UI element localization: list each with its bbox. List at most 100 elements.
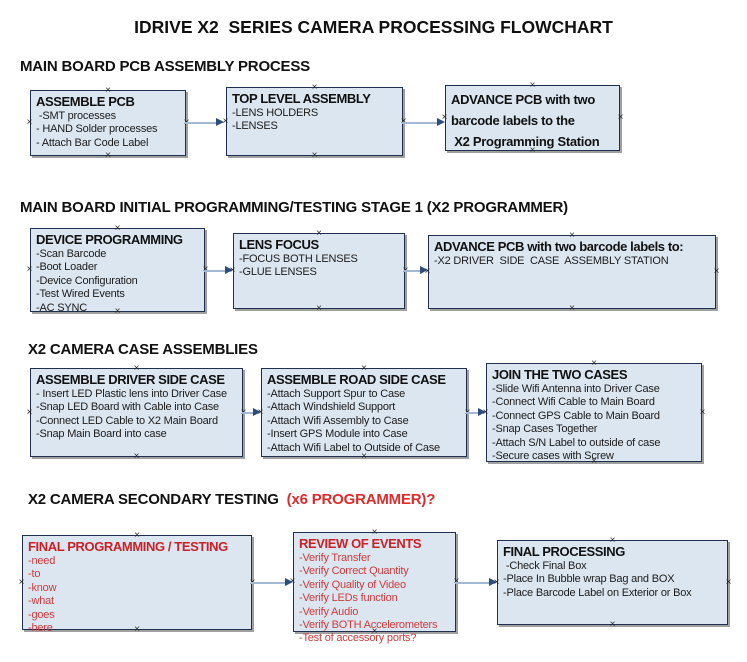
box-title: ADVANCE PCB with two barcode labels to: bbox=[434, 239, 684, 254]
box-title: JOIN THE TWO CASES bbox=[492, 367, 628, 382]
flow-box-advance-pcb-case-assembly[interactable]: ×××× ADVANCE PCB with two barcode labels… bbox=[425, 230, 720, 314]
step-item: -Connect Wifi Cable to Main Board bbox=[492, 396, 655, 409]
step-item: -Verify LEDs function bbox=[299, 592, 398, 605]
connection-handle-icon: × bbox=[569, 303, 575, 314]
flow-box-review-of-events[interactable]: ×××× REVIEW OF EVENTS -Verify Transfer -… bbox=[290, 527, 460, 645]
box-title: LENS FOCUS bbox=[239, 237, 319, 252]
box-title: ASSEMBLE DRIVER SIDE CASE bbox=[36, 372, 225, 387]
flow-box-join-the-two-cases[interactable]: ×××× JOIN THE TWO CASES -Slide Wifi Ante… bbox=[483, 359, 706, 467]
step-item: -goes bbox=[28, 608, 55, 621]
step-item: -Verify Quality of Video bbox=[299, 578, 406, 591]
step-item: -Snap Main Board into case bbox=[36, 428, 167, 441]
connector-arrow[interactable] bbox=[204, 266, 233, 275]
arrow-head-icon bbox=[489, 578, 497, 586]
step-item: - Insert LED Plastic lens into Driver Ca… bbox=[36, 388, 227, 400]
step-item: -Verify Audio bbox=[299, 605, 359, 618]
step-item: -Verify Transfer bbox=[299, 552, 371, 564]
connector-arrow[interactable] bbox=[404, 266, 428, 275]
connection-handle-icon: × bbox=[361, 363, 367, 374]
step-item: -Boot Loader bbox=[36, 261, 98, 274]
connection-handle-icon: × bbox=[26, 264, 33, 275]
connection-handle-icon: × bbox=[26, 406, 33, 418]
step-item: - Attach Bar Code Label bbox=[36, 136, 149, 149]
step-item: -Snap LED Board with Cable into Case bbox=[36, 401, 219, 414]
connection-handle-icon: × bbox=[133, 363, 140, 374]
flow-box-advance-pcb-programming-station[interactable]: ×××× ADVANCE PCB with two barcode labels… bbox=[442, 81, 624, 156]
arrow-line bbox=[204, 270, 227, 272]
flow-box-final-programming-testing[interactable]: ×××× FINAL PROGRAMMING / TESTING -need -… bbox=[19, 530, 256, 635]
box-title: ASSEMBLE ROAD SIDE CASE bbox=[267, 372, 446, 387]
step-item: -Secure cases with Screw bbox=[492, 450, 614, 463]
step-item: -need bbox=[28, 555, 56, 567]
connection-handle-icon: × bbox=[725, 576, 732, 588]
box-title-line: ADVANCE PCB with two bbox=[451, 92, 595, 107]
flow-box-device-programming[interactable]: ×××× DEVICE PROGRAMMING -Scan Barcode -B… bbox=[27, 223, 209, 317]
step-item: -what bbox=[28, 595, 54, 608]
connection-handle-icon: × bbox=[569, 230, 575, 241]
arrow-head-icon bbox=[437, 118, 445, 126]
box-title-line: X2 Programming Station bbox=[451, 134, 600, 149]
arrow-head-icon bbox=[420, 266, 428, 274]
step-item: -Place In Bubble wrap Bag and BOX bbox=[503, 573, 675, 586]
box-title-line: barcode labels to the bbox=[451, 113, 575, 128]
section-header-pcb-assembly: MAIN BOARD PCB ASSEMBLY PROCESS bbox=[20, 58, 310, 75]
connection-handle-icon: × bbox=[617, 112, 624, 123]
arrow-head-icon bbox=[225, 266, 233, 274]
step-item: -FOCUS BOTH LENSES bbox=[239, 253, 358, 265]
flow-box-assemble-pcb[interactable]: ×××× ASSEMBLE PCB -SMT processes - HAND … bbox=[27, 86, 190, 161]
connection-handle-icon: × bbox=[18, 576, 25, 588]
connection-handle-icon: × bbox=[105, 150, 111, 161]
box-title: FINAL PROGRAMMING / TESTING bbox=[28, 539, 228, 554]
step-item: -here bbox=[28, 622, 53, 635]
step-item: -Attach Support Spur to Case bbox=[267, 388, 406, 400]
box-title: TOP LEVEL ASSEMBLY bbox=[232, 91, 371, 106]
flow-box-assemble-driver-side-case[interactable]: ×××× ASSEMBLE DRIVER SIDE CASE - Insert … bbox=[27, 363, 247, 462]
arrow-head-icon bbox=[285, 578, 293, 586]
step-item: -Device Configuration bbox=[36, 274, 138, 287]
step-item: -Test of accessory ports? bbox=[299, 632, 417, 645]
box-title: FINAL PROCESSING bbox=[503, 544, 625, 559]
connector-arrow[interactable] bbox=[242, 408, 261, 417]
connection-handle-icon: × bbox=[713, 266, 720, 277]
connection-handle-icon: × bbox=[114, 223, 121, 234]
connector-arrow[interactable] bbox=[402, 118, 445, 127]
arrow-head-icon bbox=[216, 118, 224, 126]
flow-box-top-level-assembly[interactable]: ×××× TOP LEVEL ASSEMBLY -LENS HOLDERS -L… bbox=[223, 82, 407, 161]
connection-handle-icon: × bbox=[316, 303, 322, 314]
connection-handle-icon: × bbox=[311, 82, 318, 93]
step-item: -AC SYNC bbox=[36, 301, 87, 314]
connector-arrow[interactable] bbox=[455, 578, 497, 587]
step-item: -Place Barcode Label on Exterior or Box bbox=[503, 586, 692, 599]
step-item: -Insert GPS Module into Case bbox=[267, 428, 408, 441]
connector-arrow[interactable] bbox=[466, 408, 486, 417]
flow-box-final-processing[interactable]: ×××× FINAL PROCESSING -Check Final Box -… bbox=[494, 535, 732, 630]
section-header-secondary-testing: X2 CAMERA SECONDARY TESTING (x6 PROGRAMM… bbox=[28, 491, 435, 508]
step-item: -X2 DRIVER SIDE CASE ASSEMBLY STATION bbox=[434, 255, 669, 267]
connector-arrow[interactable] bbox=[185, 118, 224, 127]
arrow-line bbox=[242, 412, 255, 414]
section-header-initial-programming: MAIN BOARD INITIAL PROGRAMMING/TESTING S… bbox=[20, 199, 568, 216]
flow-box-assemble-road-side-case[interactable]: ×××× ASSEMBLE ROAD SIDE CASE -Attach Sup… bbox=[258, 363, 471, 462]
step-item: -LENS HOLDERS bbox=[232, 107, 319, 119]
connection-handle-icon: × bbox=[609, 619, 616, 630]
box-title: DEVICE PROGRAMMING bbox=[36, 232, 183, 247]
connection-handle-icon: × bbox=[134, 530, 140, 541]
arrow-line bbox=[404, 270, 422, 272]
arrow-line bbox=[466, 412, 480, 414]
box-title: REVIEW OF EVENTS bbox=[299, 536, 422, 551]
connection-handle-icon: × bbox=[371, 527, 378, 538]
connector-arrow[interactable] bbox=[251, 578, 293, 587]
arrow-line bbox=[251, 582, 287, 584]
arrow-line bbox=[455, 582, 491, 584]
connection-handle-icon: × bbox=[26, 117, 33, 128]
flow-box-lens-focus[interactable]: ×××× LENS FOCUS -FOCUS BOTH LENSES -GLUE… bbox=[230, 228, 409, 314]
step-item: -Attach Wifi Label to Outside of Case bbox=[267, 441, 440, 454]
connection-handle-icon: × bbox=[609, 535, 616, 546]
step-item: -Connect GPS Cable to Main Board bbox=[492, 409, 660, 422]
step-item: -SMT processes bbox=[36, 110, 116, 122]
connection-handle-icon: × bbox=[133, 451, 140, 462]
step-item: -to bbox=[28, 568, 41, 581]
arrow-line bbox=[402, 122, 439, 124]
connection-handle-icon: × bbox=[316, 228, 322, 239]
